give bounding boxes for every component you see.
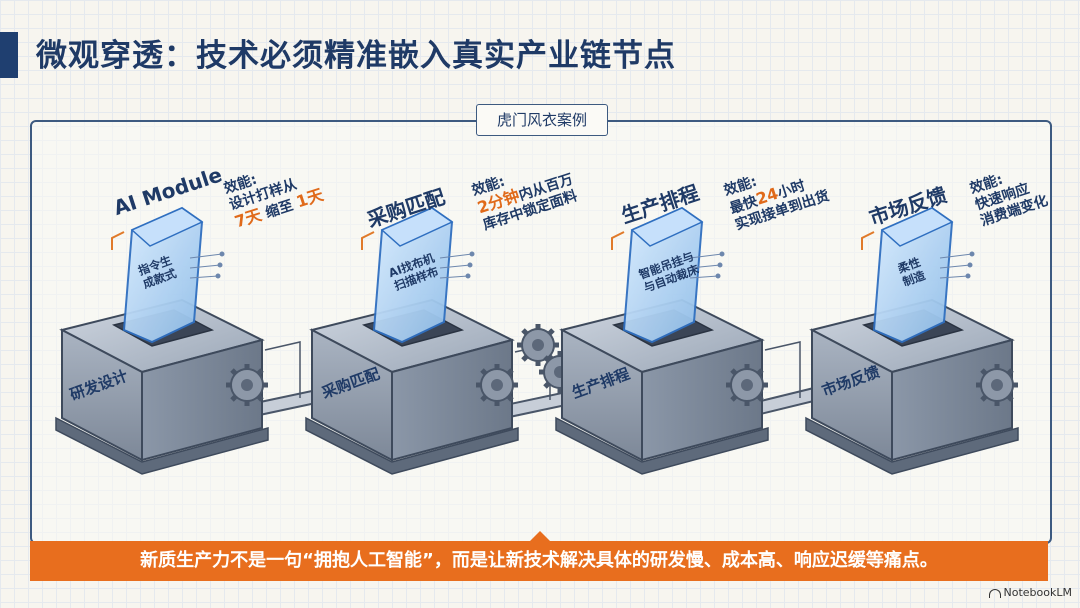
page-title: 微观穿透：技术必须精准嵌入真实产业链节点	[36, 38, 676, 74]
banner-notch	[530, 531, 550, 541]
brand-watermark: NotebookLM	[988, 586, 1072, 599]
notebooklm-icon	[988, 588, 1001, 598]
case-label: 虎门风衣案例	[476, 104, 608, 136]
title-accent-bar	[0, 32, 18, 78]
summary-banner: 新质生产力不是一句“拥抱人工智能”，而是让新技术解决具体的研发慢、成本高、响应迟…	[30, 541, 1048, 581]
